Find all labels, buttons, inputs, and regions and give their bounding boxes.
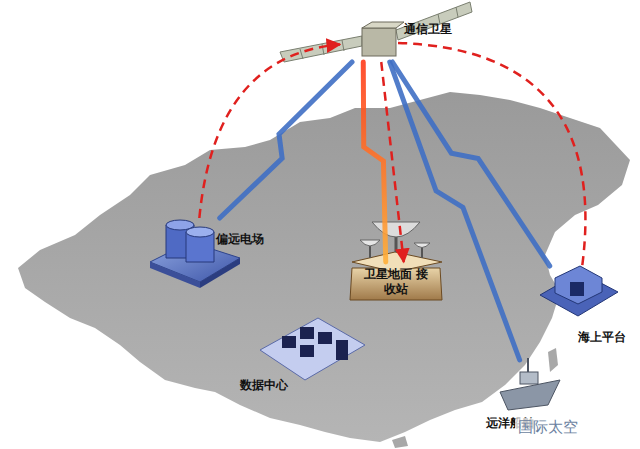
satellite-icon — [280, 2, 472, 62]
node-box: 偏远电场 — [150, 218, 242, 288]
node-label: 海上平台 — [578, 330, 626, 345]
dashed-link — [398, 43, 585, 266]
dashed-link — [199, 44, 340, 218]
node-box: 海上平台 — [540, 266, 618, 316]
node-label: 通信卫星 — [404, 22, 452, 37]
island — [392, 436, 408, 448]
platform-icon — [540, 266, 618, 316]
node-box: 远洋船舶 — [498, 360, 564, 412]
power-plant-icon — [150, 220, 240, 288]
node-label: 卫星地面 接收站 — [358, 267, 434, 297]
lightning-link — [392, 62, 549, 266]
lightning-link — [390, 62, 520, 360]
node-box: 卫星地面 接收站 — [350, 262, 442, 302]
node-label: 偏远电场 — [216, 232, 264, 247]
data-center-icon — [260, 318, 365, 380]
node-box: 通信卫星 — [340, 22, 398, 62]
ship-icon — [500, 358, 560, 410]
china-map — [18, 92, 630, 442]
island — [548, 348, 558, 372]
ground-station-icon — [350, 222, 442, 300]
node-label: 数据中心 — [240, 378, 288, 393]
lightning-link — [363, 62, 386, 262]
watermark: 国际太空 — [515, 418, 581, 437]
dashed-link — [381, 62, 404, 262]
node-box: 数据中心 — [260, 318, 365, 380]
lightning-link — [220, 62, 352, 218]
